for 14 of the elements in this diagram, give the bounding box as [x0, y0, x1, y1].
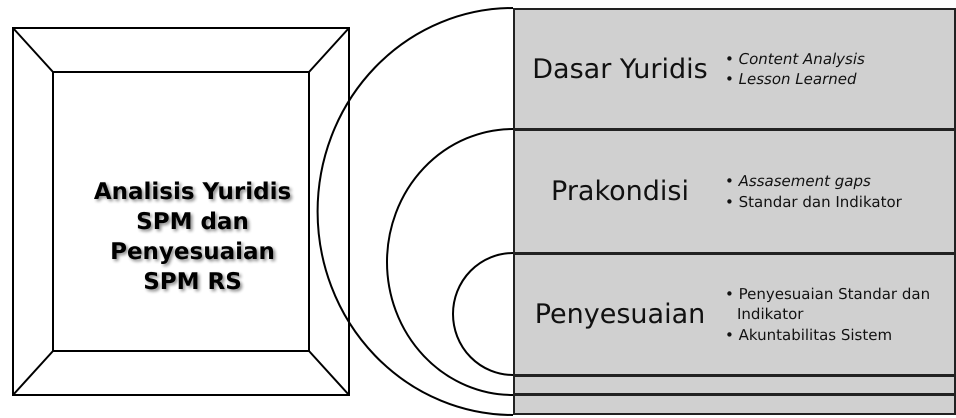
- bullet-item: • Akuntabilitas Sistem: [725, 324, 894, 345]
- bullet-item: • Lesson Learned: [725, 69, 858, 90]
- band-panel: [513, 253, 956, 376]
- box-title: Analisis Yuridis SPM dan Penyesuaian SPM RS: [92, 178, 292, 297]
- bullet-item: • Penyesuaian Standar dan Indikator: [725, 284, 932, 325]
- bullet-item: • Content Analysis: [725, 48, 865, 69]
- band-panel: [513, 8, 956, 130]
- band-heading: Prakondisi: [550, 176, 690, 207]
- band-panel: [513, 129, 956, 254]
- bullet-item: • Standar dan Indikator: [725, 192, 902, 212]
- band-heading: Dasar Yuridis: [531, 54, 709, 84]
- bevel-box: [12, 27, 350, 396]
- bullet-item: • Assasement gaps: [725, 171, 872, 192]
- band-heading: Penyesuaian: [534, 299, 706, 330]
